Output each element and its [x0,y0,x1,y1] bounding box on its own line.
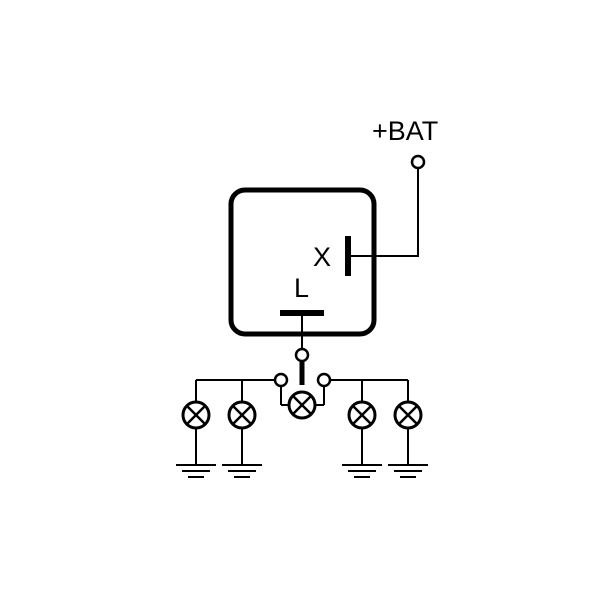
switch-input-terminal [294,347,310,363]
switch-right-contact [316,372,332,388]
ground-icon [342,464,382,478]
lamp-left-inner-icon [227,400,257,430]
terminal-l-label: L [294,273,309,303]
battery-terminal [410,154,426,170]
ground-icon [388,464,428,478]
lamp-right-outer-icon [393,400,423,430]
battery-label: +BAT [372,116,438,146]
switch-left-contact [273,372,289,388]
ground-icon [222,464,262,478]
lamp-right-inner-icon [347,400,377,430]
lamp-left-outer-icon [181,400,211,430]
ground-icon [176,464,216,478]
terminal-x-label: X [313,242,331,272]
battery-wire [348,168,419,257]
lamp-indicator-icon [287,390,317,420]
